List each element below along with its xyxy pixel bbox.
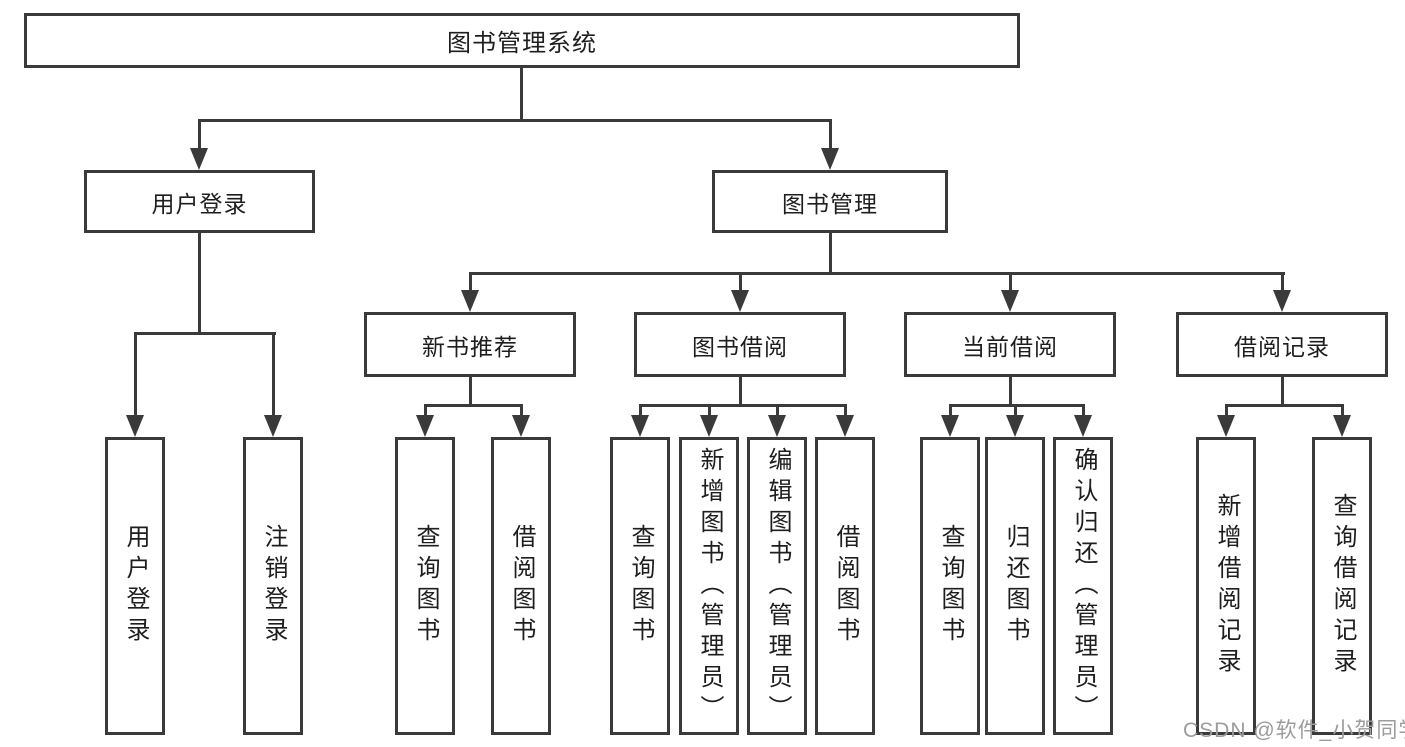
connector-line (739, 272, 742, 292)
leaf-label: 借阅图书 (832, 524, 859, 648)
node-leaf-add-books-admin: 新增图书（管理员） (679, 437, 739, 735)
arrow-down (1273, 290, 1291, 312)
connector-line (424, 404, 427, 417)
node-current-borrowing: 当前借阅 (904, 312, 1116, 377)
leaf-label: 新增借阅记录 (1213, 493, 1240, 679)
watermark-csdn: CSDN @软件_小贺同学 (1183, 719, 1405, 742)
connector-line (1341, 404, 1344, 417)
connector-line (469, 272, 1285, 275)
arrow-down (126, 415, 144, 437)
arrow-down (461, 290, 479, 312)
connector-line (134, 332, 276, 335)
connector-line (198, 119, 201, 150)
leaf-label: 查询图书 (937, 524, 964, 648)
connector-line (949, 404, 952, 417)
connector-line (844, 404, 847, 417)
node-library-management-system: 图书管理系统 (24, 13, 1020, 68)
connector-line (829, 119, 832, 150)
leaf-label: 归还图书 (1002, 524, 1029, 648)
node-book-borrowing: 图书借阅 (634, 312, 846, 377)
node-leaf-query-books-borrow: 查询图书 (610, 437, 670, 735)
arrow-down (1001, 290, 1019, 312)
node-leaf-edit-books-admin: 编辑图书（管理员） (747, 437, 807, 735)
connector-line (469, 272, 472, 292)
arrow-down (836, 415, 854, 437)
arrow-down (1333, 415, 1351, 437)
connector-line (639, 404, 847, 407)
leaf-label: 编辑图书（管理员） (764, 446, 791, 726)
connector-line (1225, 404, 1228, 417)
leaf-label: 借阅图书 (508, 524, 535, 648)
arrow-down (1217, 415, 1235, 437)
connector-line (1009, 272, 1012, 292)
node-leaf-borrow-books: 借阅图书 (815, 437, 875, 735)
node-leaf-user-login: 用户登录 (105, 437, 165, 735)
connector-line (1009, 377, 1012, 406)
connector-line (639, 404, 642, 417)
connector-line (1082, 404, 1085, 417)
arrow-down (731, 290, 749, 312)
connector-line (708, 404, 711, 417)
node-user-login-branch: 用户登录 (84, 170, 315, 233)
leaf-label: 确认归还（管理员） (1070, 446, 1097, 726)
arrow-down (631, 415, 649, 437)
node-leaf-confirm-return-admin: 确认归还（管理员） (1053, 437, 1113, 735)
connector-line (1281, 377, 1284, 406)
connector-line (520, 68, 523, 120)
connector-line (198, 233, 201, 333)
arrow-down (1006, 415, 1024, 437)
arrow-down (941, 415, 959, 437)
arrow-down (821, 148, 839, 170)
arrow-down (700, 415, 718, 437)
node-leaf-borrow-books-recommend: 借阅图书 (491, 437, 551, 735)
node-borrowing-records: 借阅记录 (1176, 312, 1388, 377)
node-leaf-logout: 注销登录 (243, 437, 303, 735)
node-book-management: 图书管理 (712, 170, 948, 233)
leaf-label: 查询借阅记录 (1329, 493, 1356, 679)
arrow-down (768, 415, 786, 437)
connector-line (739, 377, 742, 406)
node-new-book-recommendation: 新书推荐 (364, 312, 576, 377)
connector-line (469, 377, 472, 406)
connector-line (829, 233, 832, 274)
connector-line (424, 404, 523, 407)
node-leaf-add-borrow-record: 新增借阅记录 (1196, 437, 1256, 735)
connector-line (272, 332, 275, 417)
connector-line (1281, 272, 1284, 292)
connector-line (134, 332, 137, 417)
connector-line (1014, 404, 1017, 417)
connector-line (949, 404, 1085, 407)
leaf-label: 注销登录 (260, 524, 287, 648)
node-leaf-return-books: 归还图书 (985, 437, 1045, 735)
leaf-label: 查询图书 (412, 524, 439, 648)
arrow-down (190, 148, 208, 170)
connector-line (520, 404, 523, 417)
arrow-down (1074, 415, 1092, 437)
leaf-label: 新增图书（管理员） (696, 446, 723, 726)
node-leaf-query-borrow-record: 查询借阅记录 (1312, 437, 1372, 735)
connector-line (1225, 404, 1343, 407)
leaf-label: 查询图书 (627, 524, 654, 648)
connector-line (776, 404, 779, 417)
node-leaf-query-books-current: 查询图书 (920, 437, 980, 735)
connector-line (198, 119, 832, 122)
arrow-down (264, 415, 282, 437)
node-leaf-query-books-recommend: 查询图书 (395, 437, 455, 735)
arrow-down (416, 415, 434, 437)
arrow-down (512, 415, 530, 437)
leaf-label: 用户登录 (122, 524, 149, 648)
